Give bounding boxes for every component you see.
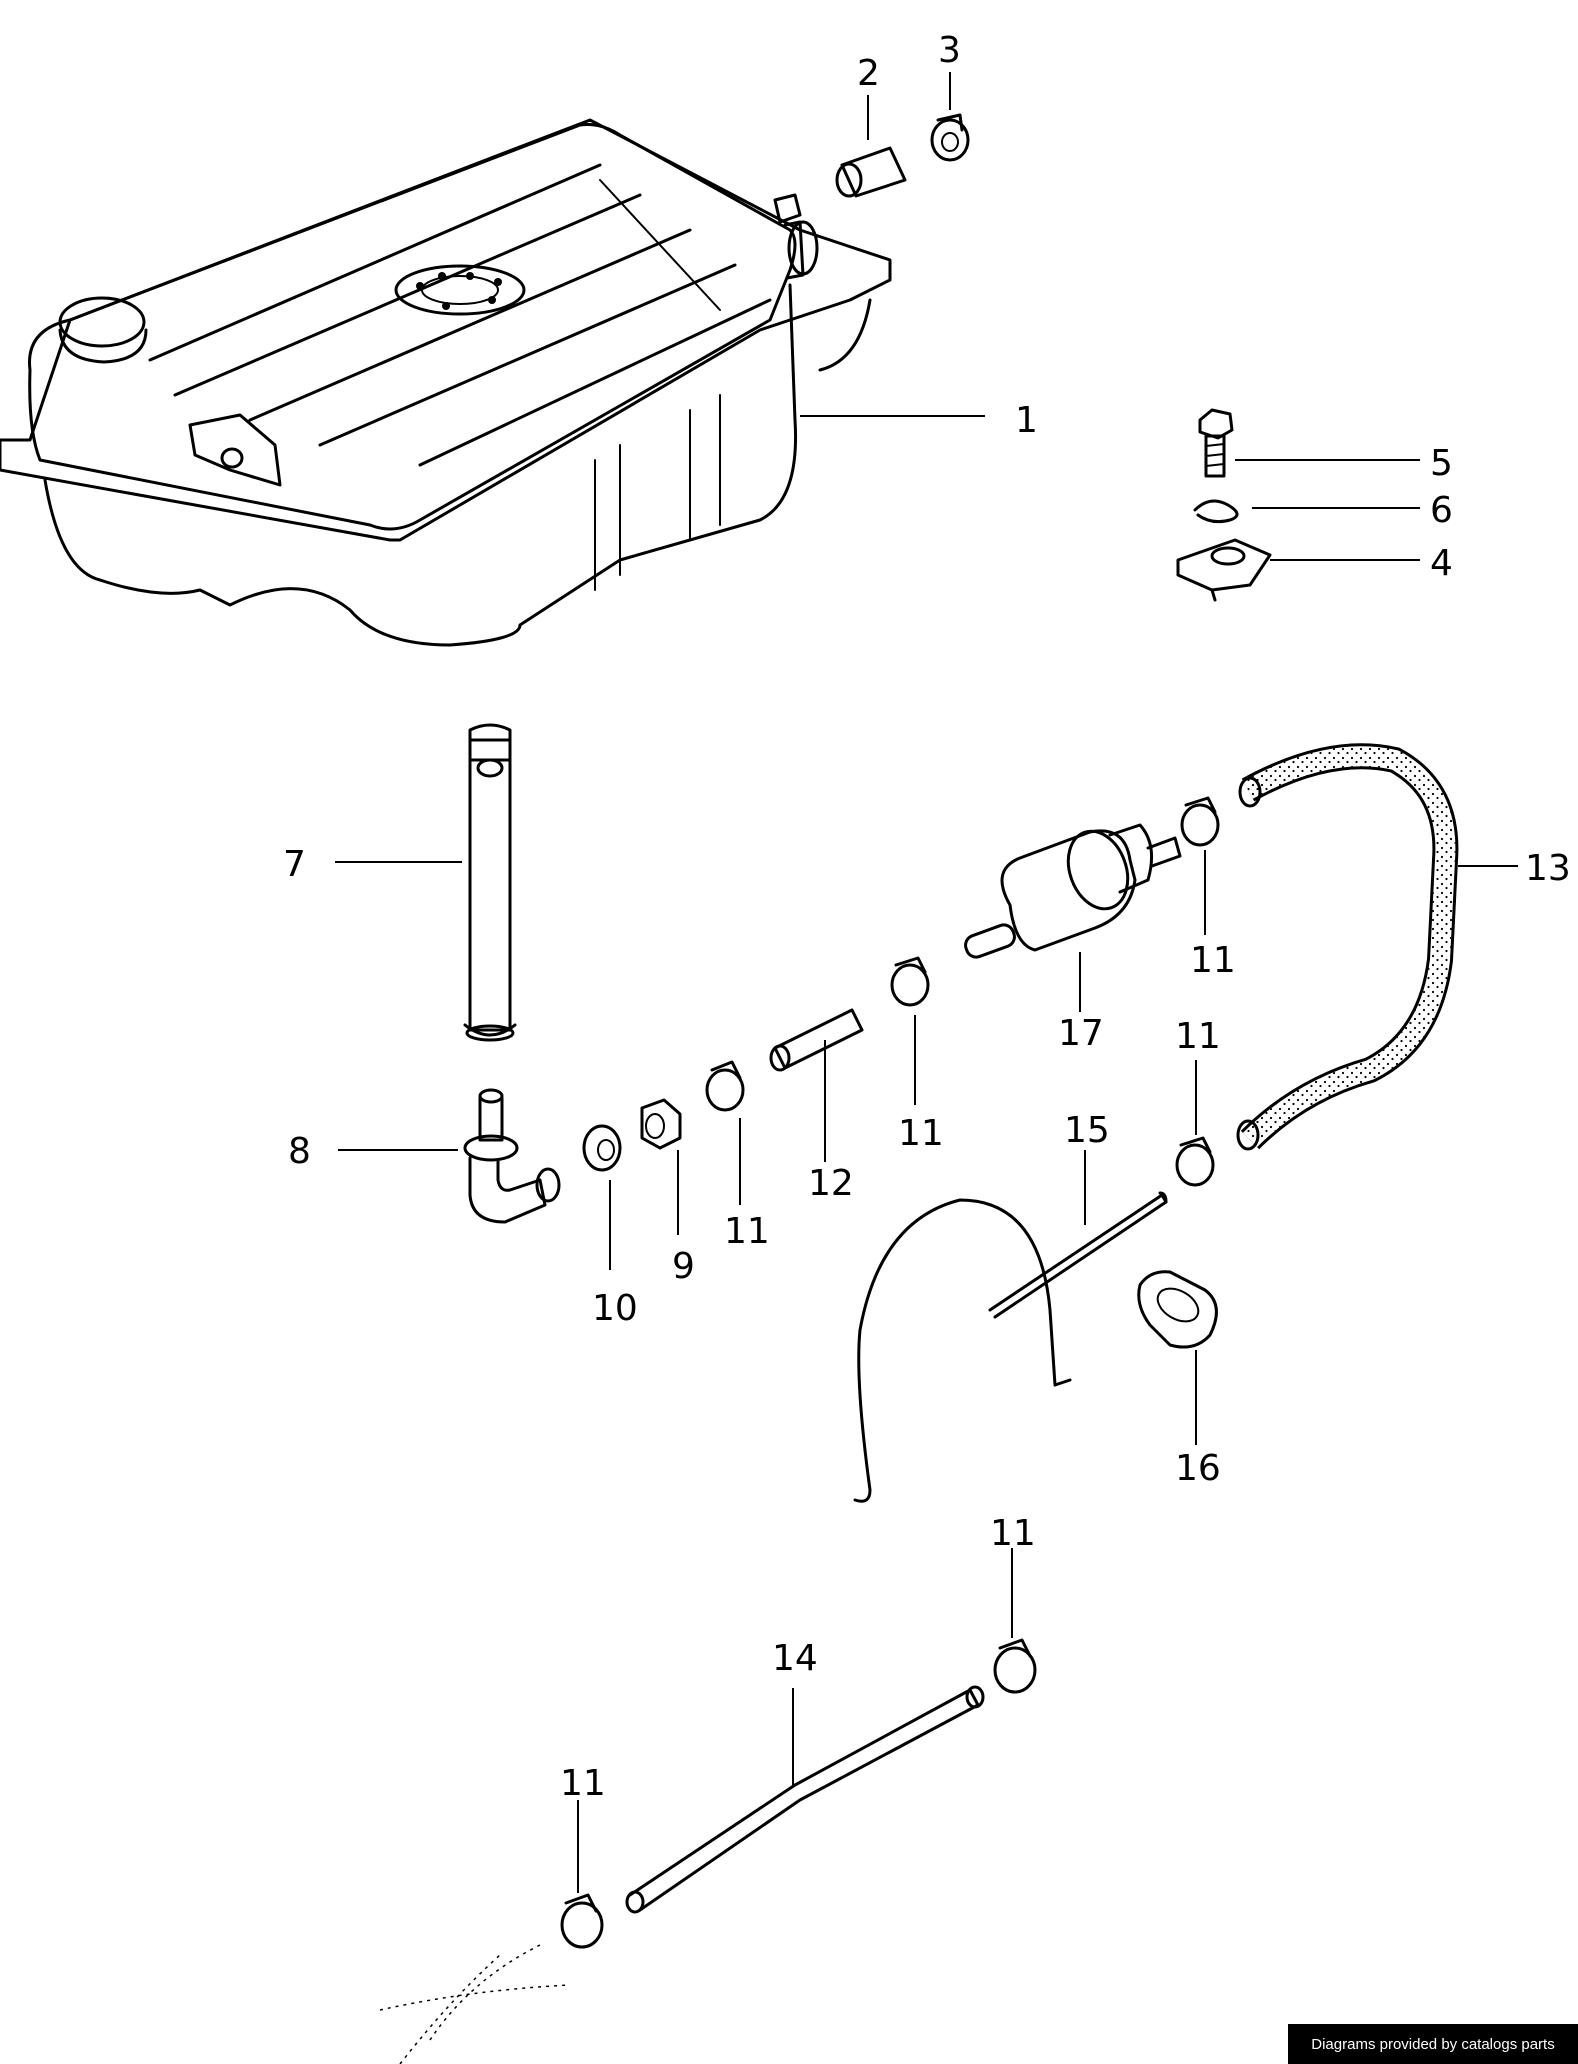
union-nut (640, 1098, 682, 1235)
fuel-tank (0, 118, 985, 647)
rubber-grommet (1137, 1270, 1218, 1445)
callout-15: 15 (1064, 1110, 1110, 1151)
callout-2: 2 (857, 53, 880, 94)
hose-clip-small (930, 72, 970, 162)
callout-11: 11 (1175, 1016, 1221, 1057)
inline-fuel-filter (964, 823, 1182, 1012)
hose-clip-lower-right (993, 1548, 1037, 1694)
callout-14: 14 (772, 1638, 818, 1679)
hose-clip-near-nut (705, 1060, 745, 1205)
callout-10: 10 (592, 1288, 638, 1329)
callout-13: 13 (1525, 848, 1571, 889)
hose-clip-return (1175, 1060, 1215, 1187)
sealing-washer (582, 1124, 622, 1270)
hose-clip-lower-left (560, 1800, 604, 1949)
callout-1: 1 (1015, 400, 1038, 441)
lower-fuel-pipe (625, 1685, 985, 1914)
fuel-strainer (335, 723, 517, 1042)
vent-hose-piece (835, 95, 907, 198)
callout-9: 9 (672, 1246, 695, 1287)
short-fuel-hose (769, 1008, 864, 1162)
hose-clip-filter-inlet (890, 956, 930, 1105)
callout-3: 3 (938, 30, 961, 71)
lock-washer (1193, 499, 1420, 524)
tank-bracket (1176, 538, 1420, 602)
callout-7: 7 (283, 844, 306, 885)
callout-11: 11 (898, 1113, 944, 1154)
callout-labels: 1 2 3 5 6 4 7 13 11 17 11 8 11 15 12 11 … (283, 30, 1571, 1804)
callout-6: 6 (1430, 490, 1453, 531)
routing-lines (379, 1944, 571, 2064)
callout-17: 17 (1058, 1013, 1104, 1054)
callout-11: 11 (1190, 940, 1236, 981)
callout-12: 12 (808, 1163, 854, 1204)
vent-line (853, 1150, 1168, 1503)
mounting-bolt (1198, 408, 1420, 478)
long-fuel-hose (1236, 743, 1518, 1151)
callout-4: 4 (1430, 543, 1453, 584)
callout-5: 5 (1430, 443, 1453, 484)
callout-11: 11 (560, 1763, 606, 1804)
callout-11: 11 (990, 1513, 1036, 1554)
outlet-elbow-pipe (338, 1088, 561, 1224)
callout-16: 16 (1175, 1448, 1221, 1489)
credit-banner: Diagrams provided by catalogs parts (1288, 2024, 1578, 2064)
hose-clip-filter-outlet (1180, 796, 1220, 935)
callout-11: 11 (724, 1211, 770, 1252)
callout-8: 8 (288, 1131, 311, 1172)
